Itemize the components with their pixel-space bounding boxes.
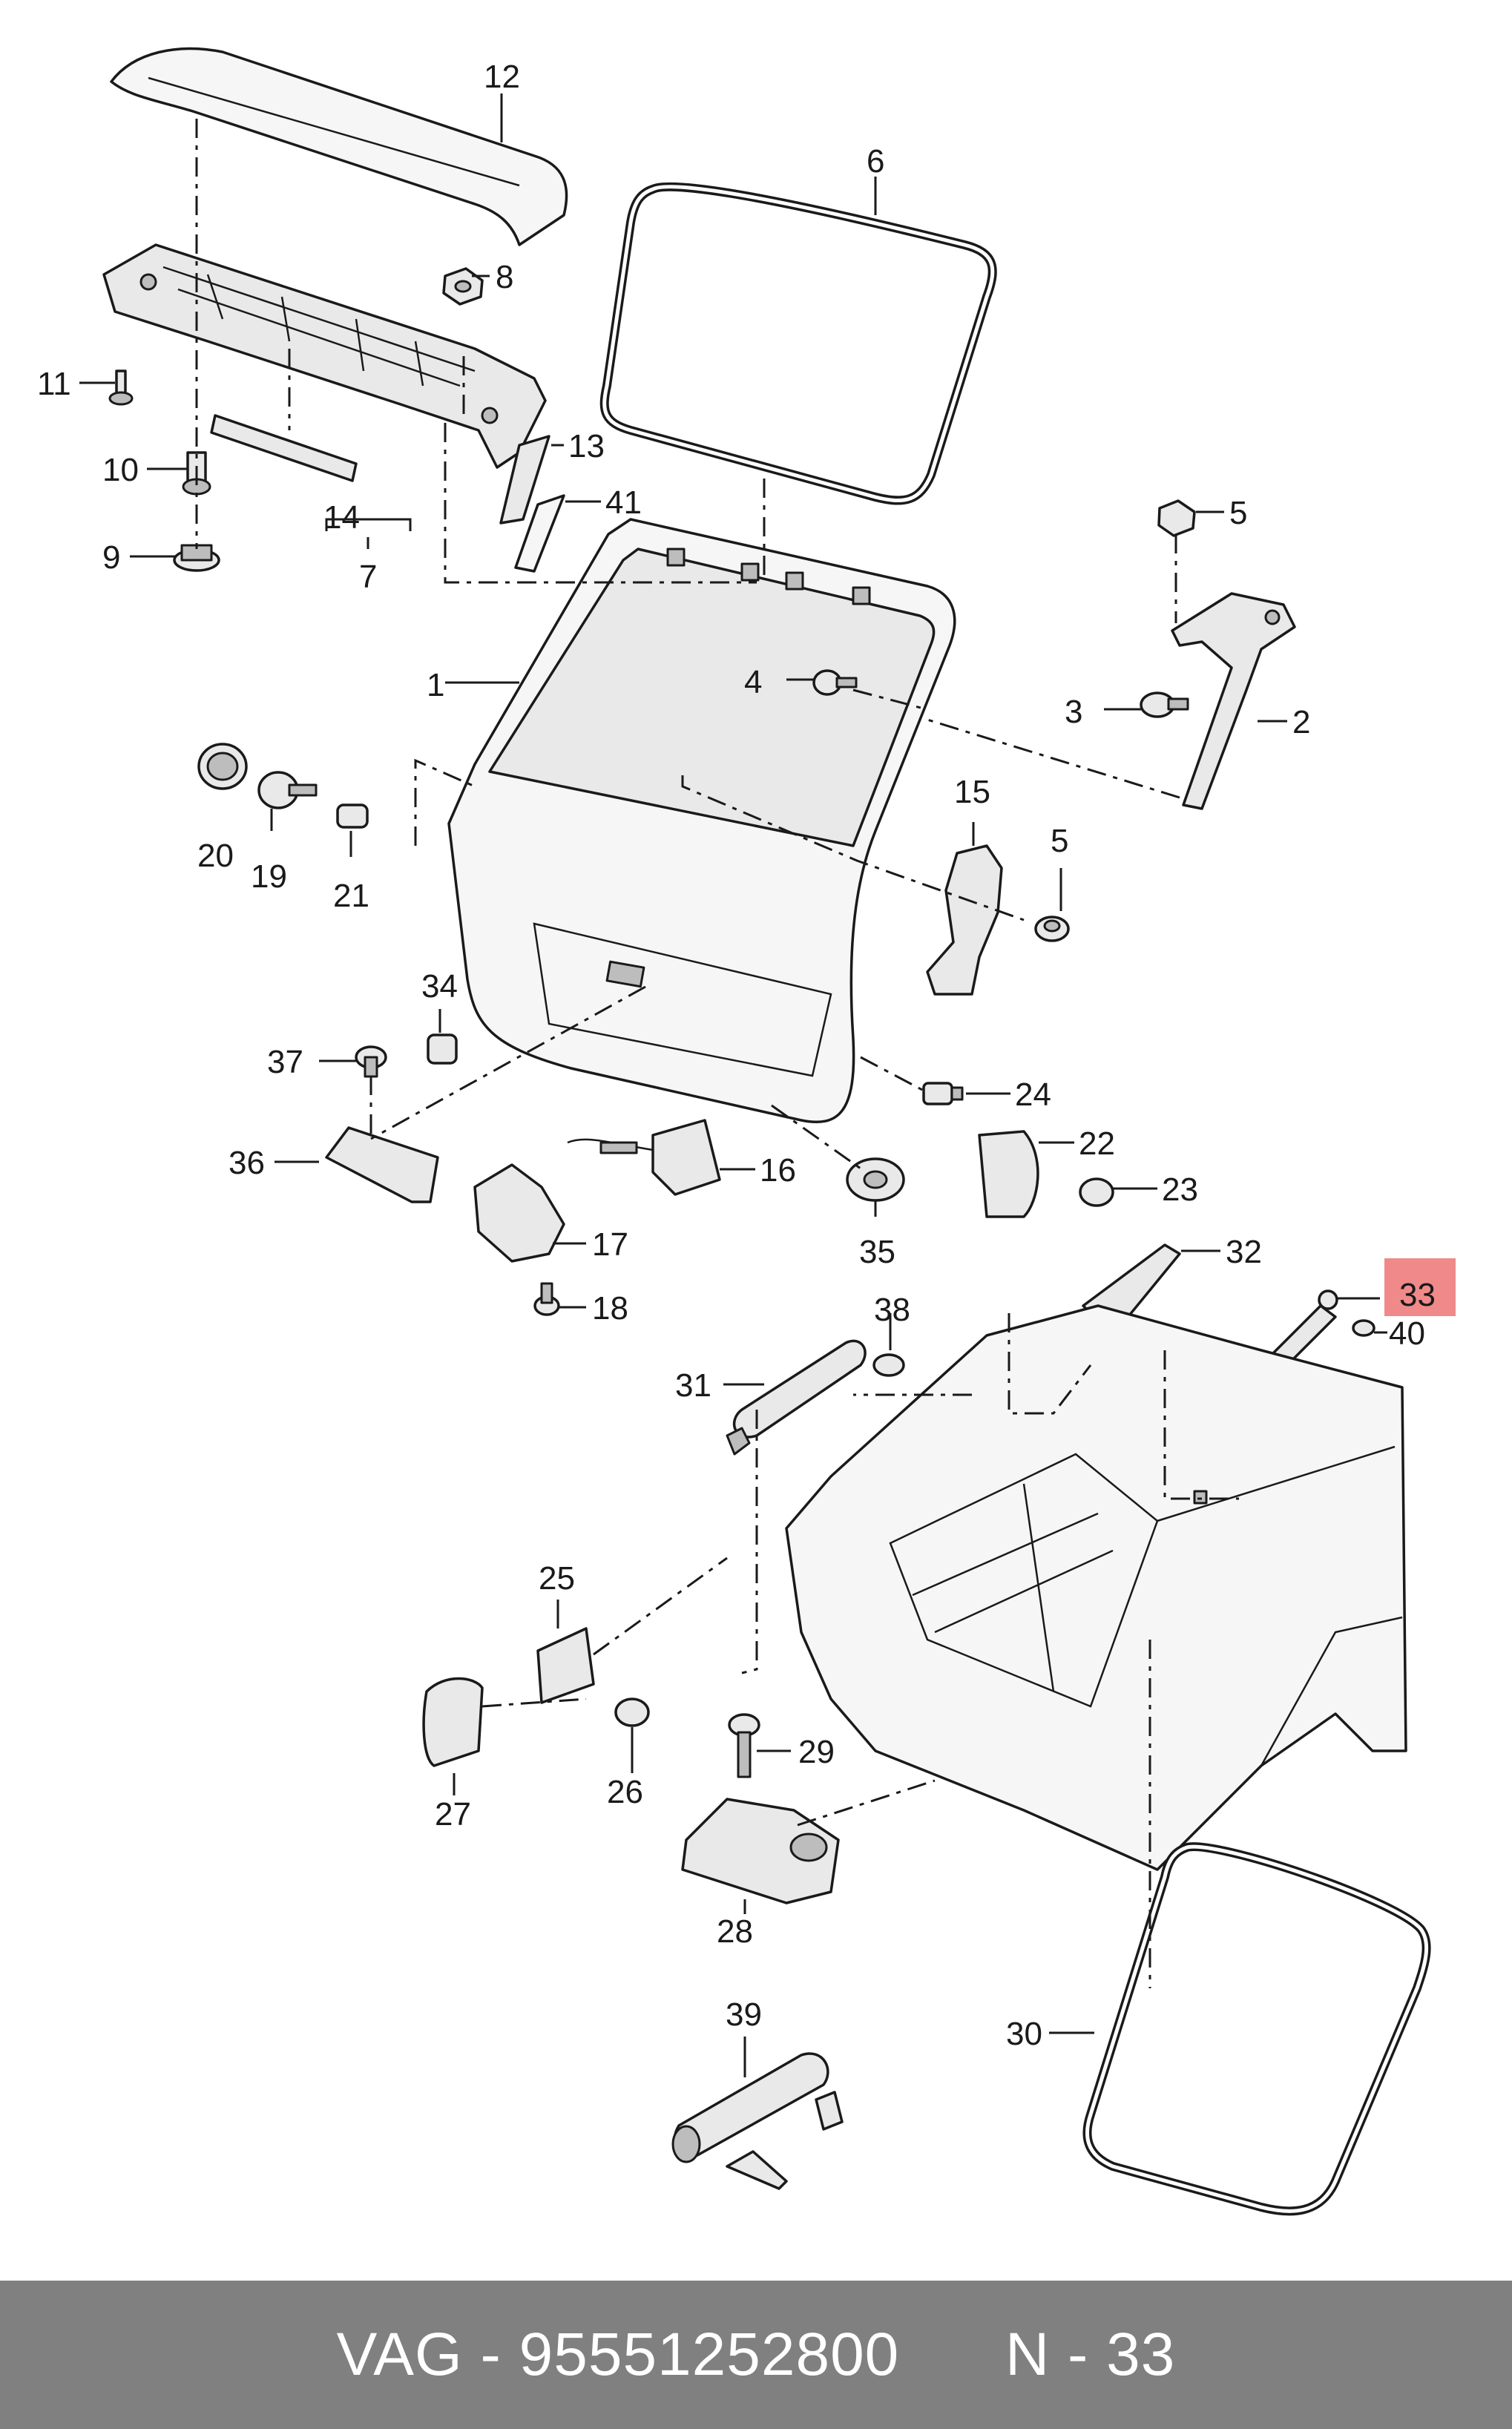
part-38-screw[interactable] xyxy=(872,1353,905,1377)
label-19[interactable]: 19 xyxy=(251,858,287,895)
label-8[interactable]: 8 xyxy=(496,259,513,295)
part-30-body-seal[interactable] xyxy=(1082,1842,1431,2216)
label-14[interactable]: 14 xyxy=(323,499,360,536)
part-number: 95551252800 xyxy=(519,2321,900,2388)
label-34[interactable]: 34 xyxy=(421,968,458,1005)
position-label: N - 33 xyxy=(1005,2321,1176,2388)
part-23-screw[interactable] xyxy=(1079,1177,1114,1207)
part-20-cap[interactable] xyxy=(197,743,248,790)
label-18[interactable]: 18 xyxy=(592,1290,628,1327)
label-38[interactable]: 38 xyxy=(874,1292,910,1328)
part-17-lock[interactable] xyxy=(473,1163,565,1263)
label-33[interactable]: 33 xyxy=(1399,1277,1436,1313)
label-5-lower[interactable]: 5 xyxy=(1051,823,1068,859)
part-37-screw[interactable] xyxy=(355,1045,387,1078)
label-17[interactable]: 17 xyxy=(592,1226,628,1263)
footer-text: VAG - 95551252800 N - 33 xyxy=(337,2320,1176,2390)
separator: - xyxy=(462,2321,519,2388)
part-21-bushing[interactable] xyxy=(336,803,369,829)
label-36[interactable]: 36 xyxy=(229,1145,265,1181)
label-13[interactable]: 13 xyxy=(568,428,605,464)
part-5-nut-lower[interactable] xyxy=(1034,916,1070,942)
vehicle-body-rear xyxy=(785,1304,1407,1871)
part-31-gas-strut[interactable] xyxy=(726,1339,867,1456)
part-33-highlight xyxy=(1384,1258,1456,1316)
part-29-bolt[interactable] xyxy=(728,1713,760,1778)
label-7[interactable]: 7 xyxy=(359,559,377,595)
label-20[interactable]: 20 xyxy=(197,838,234,874)
label-41[interactable]: 41 xyxy=(605,484,642,521)
part-26-screw[interactable] xyxy=(614,1697,650,1727)
label-6[interactable]: 6 xyxy=(867,143,884,180)
label-23[interactable]: 23 xyxy=(1162,1171,1198,1208)
label-29[interactable]: 29 xyxy=(798,1734,835,1770)
label-31[interactable]: 31 xyxy=(675,1367,711,1404)
label-30[interactable]: 30 xyxy=(1006,2016,1042,2052)
label-11[interactable]: 11 xyxy=(37,366,71,402)
part-22-cover[interactable] xyxy=(978,1130,1039,1218)
label-32[interactable]: 32 xyxy=(1226,1234,1262,1270)
label-26[interactable]: 26 xyxy=(607,1774,643,1810)
part-24-buffer[interactable] xyxy=(922,1082,964,1105)
label-24[interactable]: 24 xyxy=(1015,1077,1051,1113)
part-35-grommet[interactable] xyxy=(846,1157,905,1202)
part-5-nut-upper[interactable] xyxy=(1157,499,1196,537)
part-labels: 12 6 8 11 10 9 14 7 13 41 1 4 3 2 5 15 5… xyxy=(37,59,1436,2052)
brand-name: VAG xyxy=(336,2321,463,2388)
label-22[interactable]: 22 xyxy=(1079,1125,1115,1162)
label-3[interactable]: 3 xyxy=(1065,694,1082,730)
part-11-screw[interactable] xyxy=(108,369,134,406)
label-2[interactable]: 2 xyxy=(1292,704,1310,740)
label-16[interactable]: 16 xyxy=(760,1152,796,1189)
label-1[interactable]: 1 xyxy=(427,667,444,703)
part-27-cover[interactable] xyxy=(422,1677,484,1767)
part-28-lock-striker[interactable] xyxy=(681,1798,840,1904)
part-1-tailgate[interactable] xyxy=(447,518,956,1124)
label-25[interactable]: 25 xyxy=(539,1560,575,1597)
leader-lines xyxy=(79,93,1387,2077)
part-19-buffer[interactable] xyxy=(257,771,318,809)
part-34-buffer[interactable] xyxy=(427,1033,458,1065)
label-35[interactable]: 35 xyxy=(859,1234,895,1270)
label-39[interactable]: 39 xyxy=(726,1996,762,2033)
assembly-lines xyxy=(195,119,1239,1988)
part-8-nut[interactable] xyxy=(442,267,484,306)
label-21[interactable]: 21 xyxy=(333,878,369,914)
part-40-screw[interactable] xyxy=(1352,1319,1375,1337)
part-14-bracket[interactable] xyxy=(210,414,358,482)
part-9-grommet[interactable] xyxy=(173,544,220,572)
label-15[interactable]: 15 xyxy=(954,774,990,810)
exploded-parts-diagram: 12 6 8 11 10 9 14 7 13 41 1 4 3 2 5 15 5… xyxy=(37,47,1456,2216)
part-6-window-seal[interactable] xyxy=(599,182,997,505)
part-18-screw[interactable] xyxy=(533,1282,560,1316)
label-9[interactable]: 9 xyxy=(102,539,120,576)
part-13-guide-strip[interactable] xyxy=(499,435,550,525)
part-15-latch-bracket[interactable] xyxy=(926,844,1003,996)
part-16-actuator[interactable] xyxy=(567,1119,721,1196)
label-5-upper[interactable]: 5 xyxy=(1229,495,1247,531)
label-10[interactable]: 10 xyxy=(102,452,139,488)
part-12-spoiler[interactable] xyxy=(110,47,568,246)
part-39-sealant-kit[interactable] xyxy=(671,2052,844,2190)
label-28[interactable]: 28 xyxy=(717,1913,753,1950)
part-41-pad[interactable] xyxy=(514,494,565,573)
part-2-hinge[interactable] xyxy=(1171,592,1296,810)
label-27[interactable]: 27 xyxy=(435,1796,471,1833)
label-40[interactable]: 40 xyxy=(1389,1315,1425,1352)
part-4-bolt[interactable] xyxy=(812,669,858,696)
part-number-footer: VAG - 95551252800 N - 33 xyxy=(0,2281,1512,2429)
part-36-license-light[interactable] xyxy=(325,1126,439,1203)
part-25-striker-bracket[interactable] xyxy=(536,1627,595,1704)
part-7-carrier-frame[interactable] xyxy=(102,243,547,469)
part-3-screw[interactable] xyxy=(1140,691,1189,718)
label-4[interactable]: 4 xyxy=(744,664,762,700)
label-12[interactable]: 12 xyxy=(484,59,520,95)
label-37[interactable]: 37 xyxy=(267,1044,303,1080)
